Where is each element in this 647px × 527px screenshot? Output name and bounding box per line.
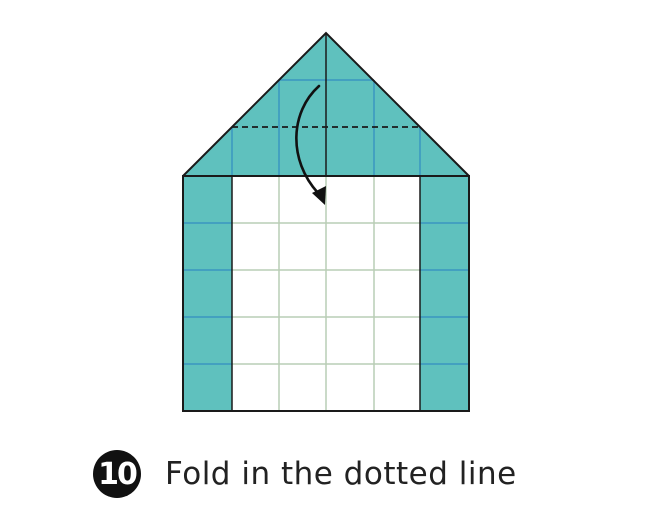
strip-grid <box>183 222 469 365</box>
right-side-strip <box>420 176 469 411</box>
white-area-grid <box>232 176 420 411</box>
left-side-strip <box>183 176 232 411</box>
step-caption: 10 Fold in the dotted line <box>93 450 517 498</box>
step-number-badge: 10 <box>93 450 141 498</box>
paper-outline <box>182 31 470 412</box>
curved-arrow-down-icon <box>295 84 326 205</box>
step-instruction: Fold in the dotted line <box>165 456 517 492</box>
